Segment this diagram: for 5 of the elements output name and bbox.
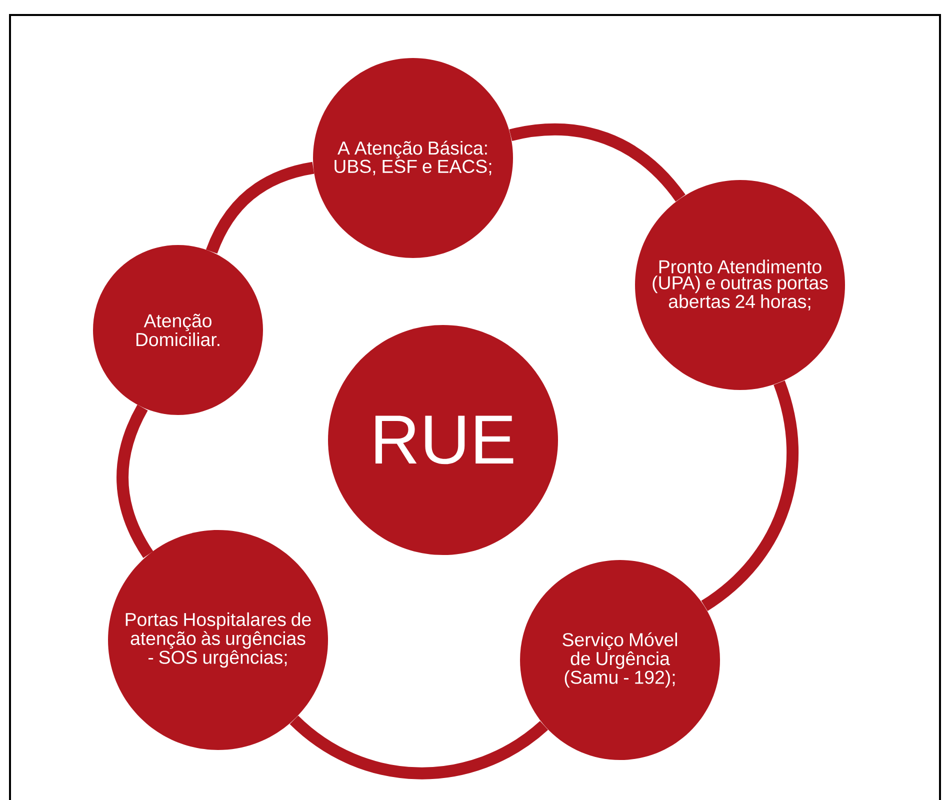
ring-connector: [509, 124, 686, 202]
ring-connector: [116, 404, 154, 558]
ring-connector: [290, 715, 548, 780]
ring-connector: [206, 162, 314, 254]
ring-connector: [700, 380, 798, 611]
